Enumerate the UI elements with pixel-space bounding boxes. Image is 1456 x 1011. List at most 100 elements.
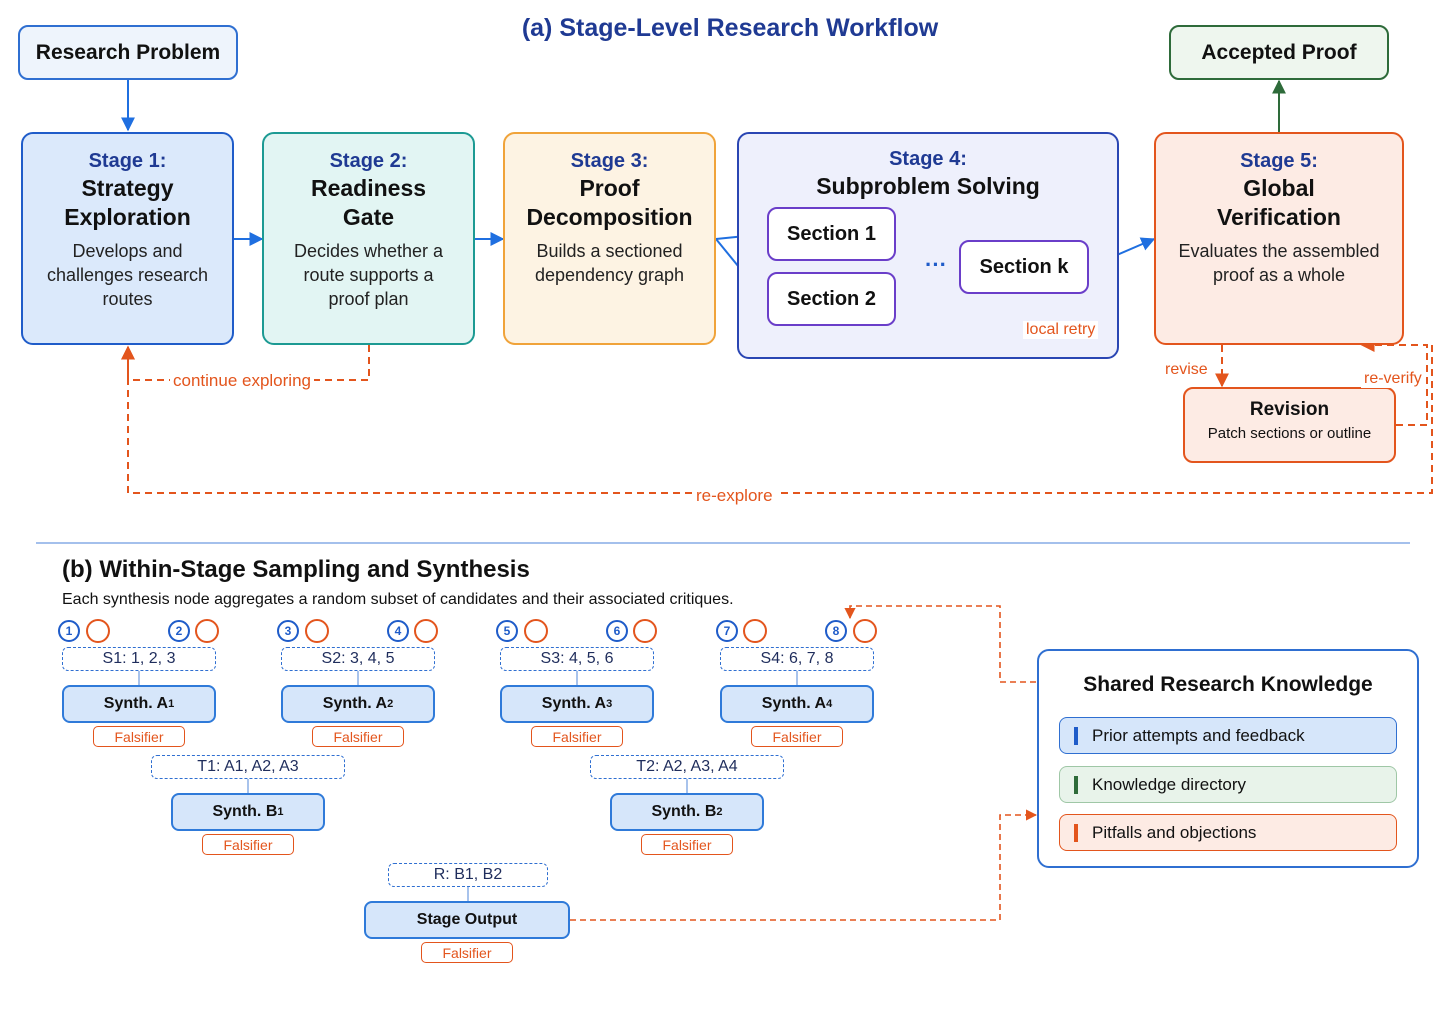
- knowledge-item-prior-attempts: Prior attempts and feedback: [1059, 717, 1397, 754]
- subset-t1: T1: A1, A2, A3: [151, 755, 345, 779]
- synth-b1-index: 1: [277, 806, 284, 818]
- title-stage-level-workflow: (a) Stage-Level Research Workflow: [521, 14, 939, 42]
- accepted-proof-label: Accepted Proof: [1201, 40, 1357, 64]
- tree-connectors: [138, 670, 798, 901]
- stage-1-desc-line-2: challenges research: [46, 265, 209, 285]
- stage-1-name-line-2: Exploration: [64, 204, 191, 230]
- section-2-label: Section 2: [787, 287, 876, 310]
- falsifier-a4: Falsifier: [751, 726, 843, 747]
- stage-2-name-line-2: Gate: [342, 204, 395, 230]
- stage-1-desc-line-3: routes: [102, 289, 153, 309]
- candidate-2: 2: [168, 620, 190, 642]
- subset-r: R: B1, B2: [388, 863, 548, 887]
- synth-b2-index: 2: [716, 806, 723, 818]
- stage-output-node: Stage Output: [364, 901, 570, 939]
- synth-a4-index: 4: [826, 698, 833, 710]
- subset-s3: S3: 4, 5, 6: [500, 647, 654, 671]
- subtitle-within-stage-sampling: Each synthesis node aggregates a random …: [62, 591, 734, 608]
- candidate-3: 3: [277, 620, 299, 642]
- stage-5-desc-line-1: Evaluates the assembled: [1178, 241, 1380, 261]
- knowledge-links: [570, 605, 1038, 921]
- continue-exploring-label: continue exploring: [170, 371, 314, 391]
- critique-5: [524, 619, 548, 643]
- stage-5-name-line-2: Verification: [1217, 204, 1341, 230]
- falsifier-b1: Falsifier: [202, 834, 294, 855]
- subset-t2: T2: A2, A3, A4: [590, 755, 784, 779]
- stage-2-desc-line-1: Decides whether a: [293, 241, 444, 261]
- synth-a2-label: Synth. A: [322, 695, 388, 712]
- section-k-label: Section k: [979, 255, 1069, 278]
- stage-3-name-line-1: Proof: [579, 175, 640, 201]
- stage-1-name-line-1: Strategy: [81, 175, 174, 201]
- section-1-label: Section 1: [787, 222, 876, 245]
- revise-label: revise: [1162, 361, 1211, 379]
- stage-3-number: Stage 3:: [570, 150, 649, 172]
- synth-b1-label: Synth. B: [212, 803, 278, 820]
- synth-a3-index: 3: [606, 698, 613, 710]
- synth-a3-label: Synth. A: [541, 695, 607, 712]
- stage-5-desc-line-2: proof as a whole: [1212, 265, 1346, 285]
- section-k-box: Section k: [959, 240, 1089, 294]
- knowledge-item-directory: Knowledge directory: [1059, 766, 1397, 803]
- candidate-4: 4: [387, 620, 409, 642]
- candidate-5: 5: [496, 620, 518, 642]
- critique-4: [414, 619, 438, 643]
- candidate-6: 6: [606, 620, 628, 642]
- stage-3-desc-line-2: dependency graph: [534, 265, 685, 285]
- stage-2-desc-line-2: route supports a: [303, 265, 434, 285]
- stage-4-number: Stage 4:: [889, 148, 967, 170]
- falsifier-a3: Falsifier: [531, 726, 623, 747]
- knowledge-item-pitfalls-label: Pitfalls and objections: [1092, 822, 1257, 842]
- stage-1-desc-line-1: Develops and: [72, 241, 183, 261]
- subset-s1: S1: 1, 2, 3: [62, 647, 216, 671]
- falsifier-stage-output: Falsifier: [421, 942, 513, 963]
- stage-5-box: Stage 5: Global Verification Evaluates t…: [1154, 132, 1404, 345]
- stage-5-number: Stage 5:: [1240, 150, 1318, 172]
- section-2-box: Section 2: [767, 272, 896, 326]
- research-problem-box: Research Problem: [18, 25, 238, 80]
- knowledge-item-directory-label: Knowledge directory: [1092, 774, 1247, 794]
- stage-2-box: Stage 2: Readiness Gate Decides whether …: [262, 132, 475, 345]
- revision-desc: Patch sections or outline: [1207, 425, 1372, 442]
- synth-a4-label: Synth. A: [761, 695, 827, 712]
- synth-a1-index: 1: [168, 698, 175, 710]
- accepted-proof-box: Accepted Proof: [1169, 25, 1389, 80]
- re-verify-label: re-verify: [1361, 370, 1425, 388]
- stage-3-desc-line-1: Builds a sectioned: [536, 241, 683, 261]
- stage-2-name-line-1: Readiness: [310, 175, 427, 201]
- synth-a2-index: 2: [387, 698, 394, 710]
- local-retry-label: local retry: [1023, 321, 1099, 339]
- falsifier-a1: Falsifier: [93, 726, 185, 747]
- critique-1: [86, 619, 110, 643]
- revision-box: Revision Patch sections or outline: [1183, 387, 1396, 463]
- candidate-8: 8: [825, 620, 847, 642]
- title-within-stage-sampling: (b) Within-Stage Sampling and Synthesis: [62, 556, 530, 583]
- sections-ellipsis: ···: [925, 252, 947, 277]
- stage-5-name-line-1: Global: [1243, 175, 1315, 201]
- subset-s2: S2: 3, 4, 5: [281, 647, 435, 671]
- critique-3: [305, 619, 329, 643]
- critique-6: [633, 619, 657, 643]
- prior-attempts-marker: [1074, 727, 1078, 745]
- falsifier-b2: Falsifier: [641, 834, 733, 855]
- research-problem-label: Research Problem: [35, 40, 221, 64]
- subset-s4: S4: 6, 7, 8: [720, 647, 874, 671]
- candidate-1: 1: [58, 620, 80, 642]
- re-explore-label: re-explore: [693, 486, 776, 506]
- stage-2-number: Stage 2:: [329, 150, 408, 172]
- stage-1-number: Stage 1:: [88, 150, 167, 172]
- synth-b2-label: Synth. B: [651, 803, 717, 820]
- stage-4-name: Subproblem Solving: [816, 173, 1040, 199]
- critique-7: [743, 619, 767, 643]
- stage-3-box: Stage 3: Proof Decomposition Builds a se…: [503, 132, 716, 345]
- synth-a1-label: Synth. A: [103, 695, 169, 712]
- knowledge-item-prior-attempts-label: Prior attempts and feedback: [1092, 725, 1305, 745]
- candidate-7: 7: [716, 620, 738, 642]
- critique-8: [853, 619, 877, 643]
- critique-2: [195, 619, 219, 643]
- section-1-box: Section 1: [767, 207, 896, 261]
